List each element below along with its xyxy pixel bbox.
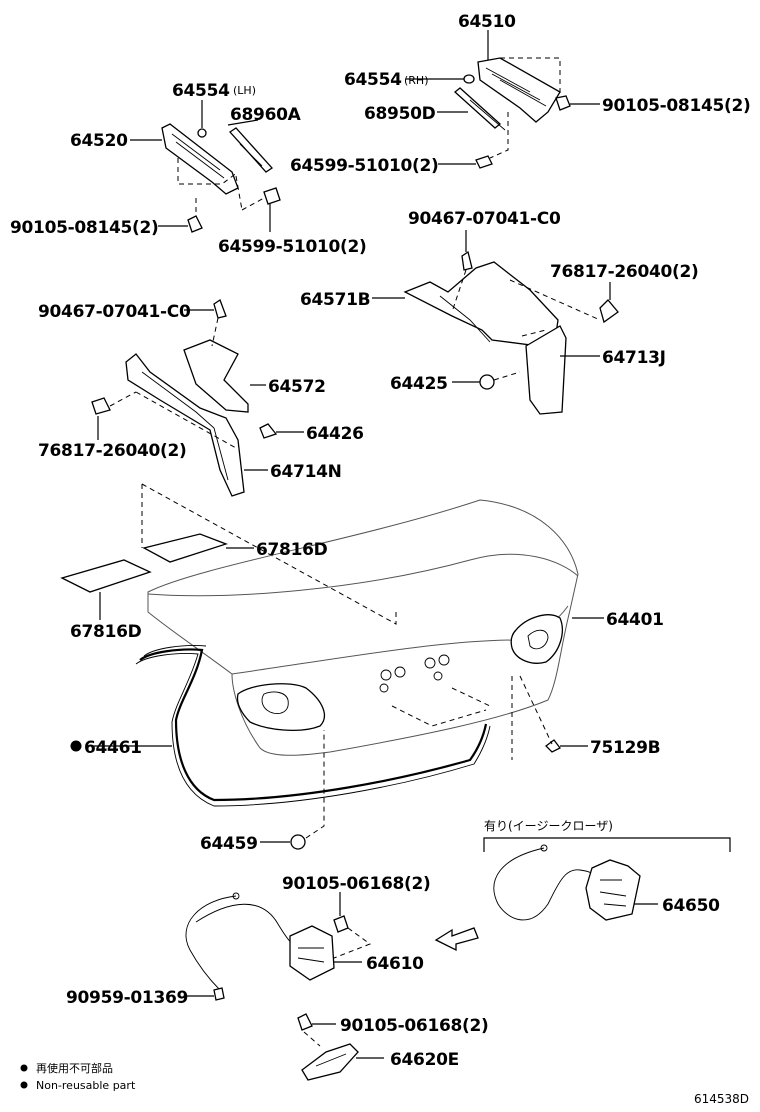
caption-easy-closer: 有り(イージークローザ) bbox=[484, 819, 613, 833]
label-64599-51010-top: 64599-51010(2) bbox=[290, 156, 439, 176]
label-64554-rh: 64554 bbox=[344, 70, 402, 90]
label-64650: 64650 bbox=[662, 896, 720, 916]
label-64425: 64425 bbox=[390, 374, 448, 394]
bumper-stopper bbox=[260, 730, 325, 850]
label-64510: 64510 bbox=[458, 12, 516, 32]
label-90105-06168-upper: 90105-06168(2) bbox=[282, 874, 431, 894]
trim-assembly-left bbox=[91, 299, 304, 497]
legend-bullet-jp bbox=[20, 1064, 28, 1072]
legend-jp: 再使用不可部品 bbox=[36, 1061, 113, 1075]
easy-closer-group bbox=[434, 837, 731, 952]
label-68950d: 68950D bbox=[364, 104, 436, 124]
trim-assembly-right bbox=[372, 230, 619, 415]
label-64599-51010-bottom: 64599-51010(2) bbox=[218, 237, 367, 257]
label-90959-01369: 90959-01369 bbox=[66, 988, 188, 1008]
label-64713j: 64713J bbox=[602, 348, 666, 368]
label-64620e: 64620E bbox=[390, 1050, 459, 1070]
label-64571b: 64571B bbox=[300, 290, 370, 310]
legend: 再使用不可部品 Non-reusable part bbox=[20, 1061, 136, 1092]
label-64426: 64426 bbox=[306, 424, 364, 444]
label-90105-06168-lower: 90105-06168(2) bbox=[340, 1016, 489, 1036]
label-64520: 64520 bbox=[70, 131, 128, 151]
label-64401: 64401 bbox=[606, 610, 664, 630]
emblem-plate bbox=[511, 675, 588, 760]
label-64459: 64459 bbox=[200, 834, 258, 854]
label-90467-07041-c0-left: 90467-07041-C0 bbox=[38, 302, 191, 322]
silencer-pads bbox=[60, 483, 397, 625]
weatherstrip bbox=[92, 645, 491, 807]
legend-en: Non-reusable part bbox=[36, 1079, 136, 1092]
non-reusable-marker-64461 bbox=[70, 740, 82, 752]
label-64554-lh: 64554 bbox=[172, 81, 230, 101]
label-64572: 64572 bbox=[268, 377, 326, 397]
label-75129b: 75129B bbox=[590, 738, 660, 758]
trunk-lid-panel bbox=[147, 499, 604, 756]
hinge-assembly-lh bbox=[130, 100, 281, 233]
label-64714n: 64714N bbox=[270, 462, 342, 482]
part-labels: 64510 64554 (RH) 64554 (LH) 68960A 68950… bbox=[10, 12, 751, 1070]
label-68960a: 68960A bbox=[230, 105, 302, 125]
hinge-assembly-rh bbox=[406, 30, 600, 169]
striker-assembly bbox=[297, 1013, 384, 1081]
lock-assembly bbox=[184, 892, 372, 1001]
label-90105-08145-right: 90105-08145(2) bbox=[602, 96, 751, 116]
label-rh-suffix: (RH) bbox=[404, 74, 429, 87]
diagram-id: 614538D bbox=[694, 1092, 749, 1106]
label-64610: 64610 bbox=[366, 954, 424, 974]
label-lh-suffix: (LH) bbox=[233, 84, 256, 97]
label-90467-07041-c0-right: 90467-07041-C0 bbox=[408, 209, 561, 229]
label-76817-26040-left: 76817-26040(2) bbox=[38, 441, 187, 461]
label-67816d-lower: 67816D bbox=[70, 622, 142, 642]
label-76817-26040-right: 76817-26040(2) bbox=[550, 262, 699, 282]
label-90105-08145-left: 90105-08145(2) bbox=[10, 218, 159, 238]
label-64461: 64461 bbox=[84, 738, 142, 758]
label-67816d-upper: 67816D bbox=[256, 540, 328, 560]
legend-bullet-en bbox=[20, 1081, 28, 1089]
